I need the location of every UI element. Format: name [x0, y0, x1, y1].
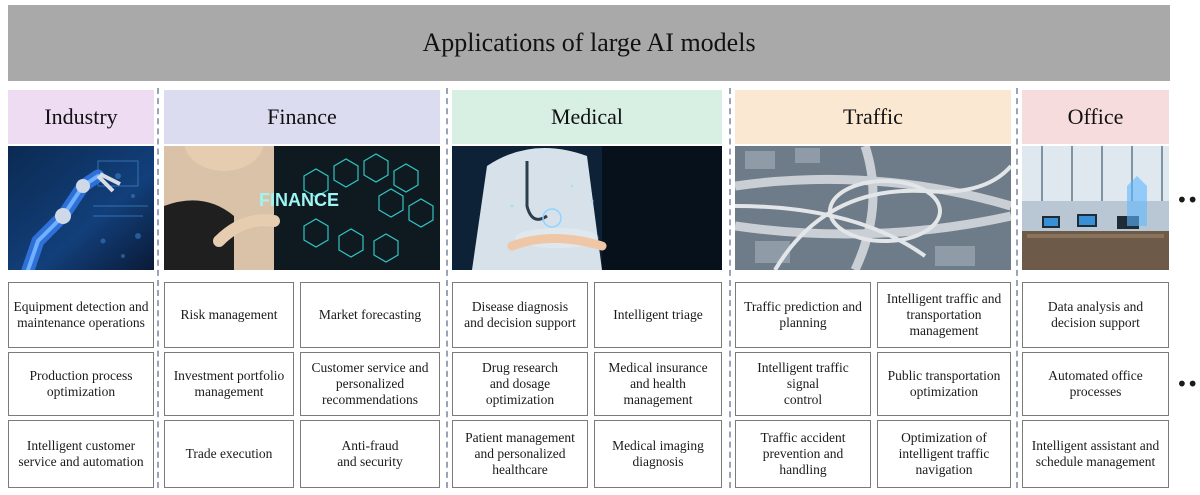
traffic-cell: Traffic accident prevention and handling	[735, 420, 871, 488]
column-separator	[446, 88, 448, 488]
traffic-cell: Traffic prediction and planning	[735, 282, 871, 348]
more-ellipsis: •••	[1176, 372, 1200, 396]
office-cell: Intelligent assistant and schedule manag…	[1022, 420, 1169, 488]
medical-cell: Intelligent triage	[594, 282, 722, 348]
diagram-title: Applications of large AI models	[8, 5, 1170, 81]
traffic-cell: Optimization of intelligent traffic navi…	[877, 420, 1011, 488]
traffic-cell: Intelligent traffic and transportation m…	[877, 282, 1011, 348]
column-separator	[729, 88, 731, 488]
column-header-industry: Industry	[8, 90, 154, 144]
finance-cell: Anti-fraud and security	[300, 420, 440, 488]
doctor-image	[452, 146, 722, 270]
finance-cell: Market forecasting	[300, 282, 440, 348]
finance-cell: Customer service and personalized recomm…	[300, 352, 440, 416]
medical-cell: Disease diagnosis and decision support	[452, 282, 588, 348]
finance-image-text: FINANCE	[259, 190, 339, 210]
industry-cell: Intelligent customer service and automat…	[8, 420, 154, 488]
medical-cell: Medical insurance and health management	[594, 352, 722, 416]
column-header-traffic: Traffic	[735, 90, 1011, 144]
finance-cell: Investment portfolio management	[164, 352, 294, 416]
finance-hexagon-image: FINANCE	[164, 146, 440, 270]
medical-cell: Drug research and dosage optimization	[452, 352, 588, 416]
more-ellipsis: •••	[1176, 188, 1200, 212]
traffic-cell: Public transportation optimization	[877, 352, 1011, 416]
robot-arm-image	[8, 146, 154, 270]
industry-cell: Production process optimization	[8, 352, 154, 416]
medical-cell: Patient management and personalized heal…	[452, 420, 588, 488]
column-header-medical: Medical	[452, 90, 722, 144]
traffic-cell: Intelligent traffic signal control	[735, 352, 871, 416]
industry-cell: Equipment detection and maintenance oper…	[8, 282, 154, 348]
column-separator	[1016, 88, 1018, 488]
column-header-office: Office	[1022, 90, 1169, 144]
office-image	[1022, 146, 1169, 270]
highway-interchange-image	[735, 146, 1011, 270]
finance-cell: Trade execution	[164, 420, 294, 488]
column-header-finance: Finance	[164, 90, 440, 144]
column-separator	[157, 88, 159, 488]
finance-cell: Risk management	[164, 282, 294, 348]
office-cell: Data analysis and decision support	[1022, 282, 1169, 348]
office-cell: Automated office processes	[1022, 352, 1169, 416]
medical-cell: Medical imaging diagnosis	[594, 420, 722, 488]
